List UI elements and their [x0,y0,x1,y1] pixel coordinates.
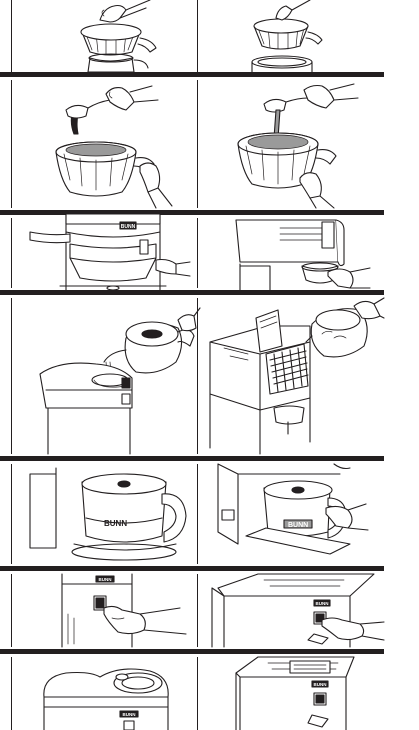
illustration-switch-on-front: BUNN [211,573,385,648]
left-rule [11,80,12,208]
left-rule [11,0,12,72]
center-rule [197,298,198,454]
left-rule [11,298,12,454]
bunn-logo-label: BUNN [123,712,136,717]
illustration-funnel-with-filter [251,0,323,73]
bunn-logo-label: BUNN [121,224,136,230]
bunn-logo-label: BUNN [314,682,327,687]
separator-band [0,456,384,461]
separator-band [0,210,384,215]
illustration-coffee-in-funnel [237,83,359,209]
illustration-carafe-on-warmer: BUNN [29,467,187,561]
center-rule [197,0,198,72]
illustration-carafe-under-funnel: BUNN [217,463,369,555]
left-rule [11,657,12,730]
illustration-brewer-top-panel: BUNN [235,656,355,730]
left-rule [11,574,12,647]
illustration-press-switch: BUNN [61,573,187,648]
illustration-pour-coffee [55,85,173,209]
left-rule [11,218,12,288]
separator-band [0,290,384,295]
bunn-logo-label: BUNN [99,577,112,582]
bunn-logo-label: BUNN [316,601,329,606]
separator-band [0,566,384,571]
illustration-brewer-top-view: BUNN [43,668,169,730]
illustration-funnel-in-rails [235,219,371,291]
bunn-carafe-label: BUNN [104,519,127,528]
center-rule [197,657,198,730]
illustration-pour-water [39,307,201,455]
illustration-water-into-reservoir [209,297,385,455]
left-rule [11,464,12,564]
bunn-carafe-label: BUNN [288,522,308,529]
center-rule [197,464,198,564]
center-rule [197,574,198,647]
separator-band [0,72,384,77]
illustration-filter-into-funnel [80,0,157,73]
illustration-slide-funnel: BUNN [29,213,191,291]
separator-band [0,649,384,654]
center-rule [197,80,198,208]
center-rule [197,218,198,288]
